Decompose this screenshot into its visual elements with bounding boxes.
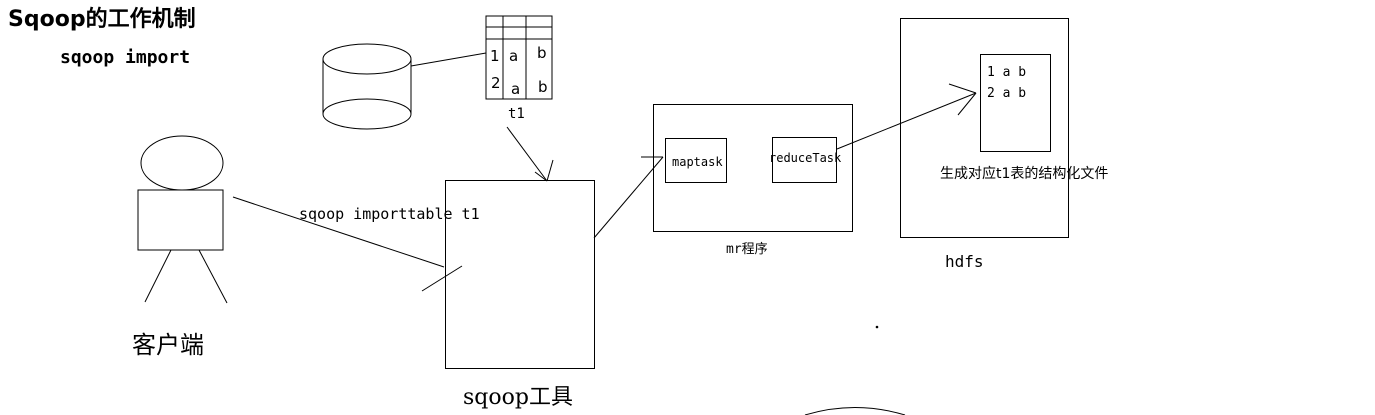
hdfs-file-caption: 生成对应t1表的结构化文件: [940, 166, 1109, 182]
hdfs-file-row-2: 2 a b: [987, 86, 1027, 101]
client-person-icon: [137, 135, 228, 304]
hdfs-box: [900, 18, 1069, 238]
reduce-to-hdfs-arrow: [836, 83, 977, 150]
client-label: 客户端: [132, 331, 204, 359]
mr-program-box: [653, 104, 853, 232]
table-cell-1-1: 1: [490, 47, 500, 65]
maptask-box: [665, 138, 727, 183]
tool-to-mr-arrow: [593, 156, 664, 239]
hdfs-label: hdfs: [945, 252, 984, 271]
sqoop-tool-box: [445, 180, 595, 369]
table-cell-2-1: 2: [491, 74, 501, 92]
page-title: Sqoop的工作机制: [8, 7, 196, 32]
hdfs-file-box: [980, 54, 1051, 152]
page-subtitle: sqoop import: [60, 47, 191, 68]
stray-dot: [875, 325, 879, 329]
table-grid: [485, 15, 553, 100]
table-name-label: t1: [508, 106, 525, 122]
db-table-connector: [410, 52, 487, 67]
reducetask-box: [772, 137, 837, 183]
table-cell-1-3: b: [537, 44, 547, 62]
sqoop-tool-label: sqoop工具: [463, 385, 573, 410]
table-to-tool-arrow: [506, 126, 554, 182]
maptask-label: maptask: [672, 155, 723, 169]
database-cylinder-icon: [322, 43, 412, 130]
table-cell-1-2: a: [509, 47, 519, 65]
hdfs-file-row-1: 1 a b: [987, 65, 1027, 80]
command-label: sqoop importtable t1: [299, 205, 480, 223]
reducetask-label: reduceTask: [769, 151, 842, 165]
table-cell-2-3: b: [538, 78, 548, 96]
partial-ellipse-shape: [804, 407, 906, 415]
client-to-tool-arrow: [232, 196, 463, 292]
table-cell-2-2: a: [511, 80, 521, 98]
mr-program-label: mr程序: [726, 242, 768, 257]
